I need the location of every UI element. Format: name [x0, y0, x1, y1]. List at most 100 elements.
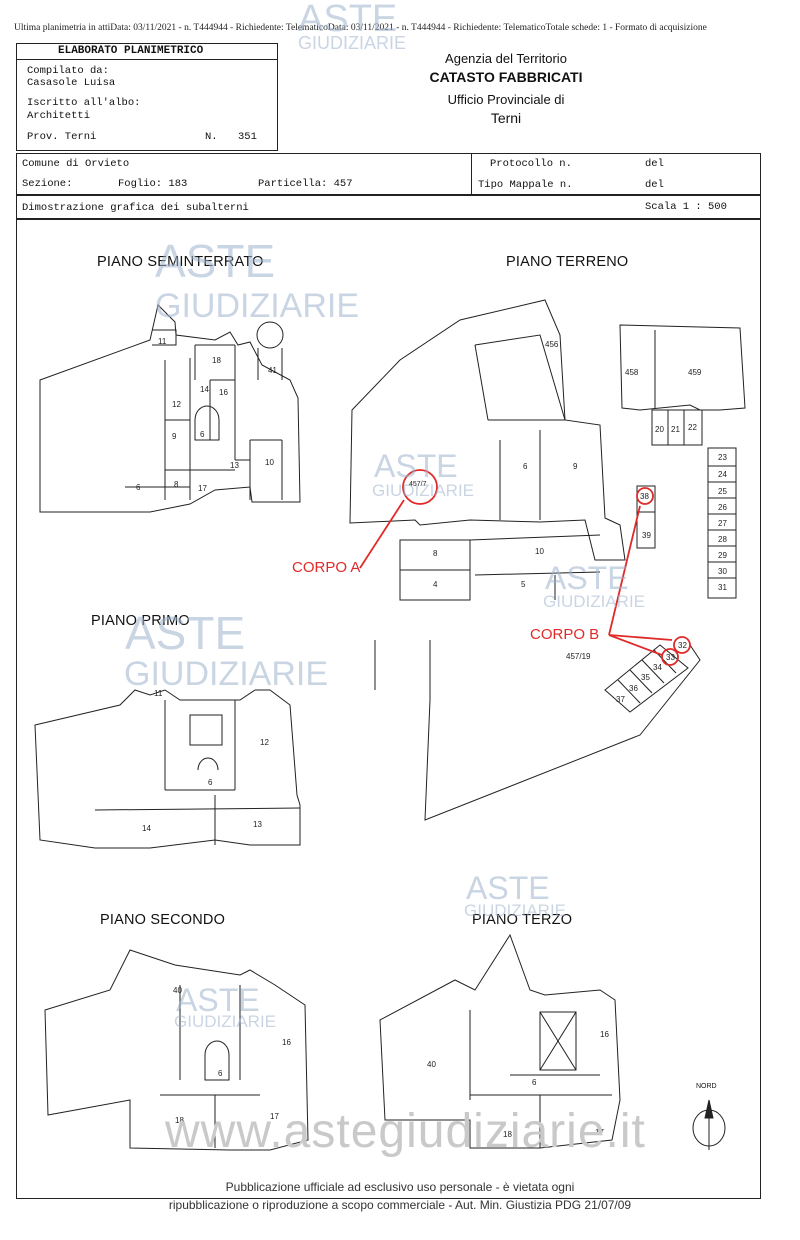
watermark-giudiziarie: GIUDIZIARIE	[298, 33, 407, 53]
plan-seminterrato	[39, 304, 301, 513]
unit-label: 17	[198, 484, 207, 493]
unit-label: 457/19	[566, 652, 591, 661]
protocollo: Protocollo n.	[490, 158, 572, 170]
floor-title-secondo: PIANO SECONDO	[100, 912, 226, 928]
unit-label: 24	[718, 470, 727, 479]
dimostrazione: Dimostrazione grafica dei subalterni	[22, 202, 249, 214]
agency-line4: Terni	[490, 110, 522, 126]
unit-label: 27	[718, 519, 727, 528]
unit-label: 16	[600, 1030, 609, 1039]
floor-title-seminterrato: PIANO SEMINTERRATO	[97, 254, 264, 270]
del-2: del	[645, 179, 664, 191]
corpo-b-label: CORPO B	[530, 626, 600, 643]
unit-label: 23	[718, 453, 727, 462]
unit-label: 9	[573, 462, 578, 471]
unit-label: 40	[173, 986, 182, 995]
unit-label: 22	[688, 423, 697, 432]
unit-label: 30	[718, 567, 727, 576]
unit-label: 456	[545, 340, 559, 349]
unit-label: 459	[688, 368, 702, 377]
unit-label: 13	[230, 461, 239, 470]
unit-label: 11	[154, 689, 163, 698]
watermark-aste: ASTE	[298, 0, 398, 40]
unit-label: 21	[671, 425, 680, 434]
north-label: NORD	[696, 1083, 717, 1090]
watermark-aste: ASTE	[155, 235, 276, 287]
unit-label: 38	[640, 492, 649, 501]
unit-label: 6	[218, 1069, 223, 1078]
dimostrazione-box	[16, 195, 761, 219]
unit-label: 39	[642, 531, 651, 540]
tipo-mappale: Tipo Mappale n.	[478, 179, 573, 191]
watermark-aste: ASTE	[176, 982, 260, 1018]
unit-label: 29	[718, 551, 727, 560]
info-row-box	[16, 153, 761, 195]
scala: Scala 1 : 500	[645, 201, 727, 213]
unit-label: 25	[718, 487, 727, 496]
compilato-label: Compilato da:	[27, 65, 109, 77]
north-arrow	[692, 1099, 726, 1150]
foglio: Foglio: 183	[118, 178, 188, 190]
watermark-giudiziarie: GIUDIZIARIE	[124, 655, 329, 693]
prov-value: Prov. Terni	[27, 131, 97, 143]
elaborato-title: ELABORATO PLANIMETRICO	[58, 45, 204, 57]
plan-primo	[34, 689, 301, 849]
unit-label: 36	[629, 684, 638, 693]
n-value: 351	[238, 131, 257, 143]
watermark-aste: ASTE	[466, 870, 550, 906]
drawing-frame	[16, 219, 761, 1199]
unit-label: 20	[655, 425, 664, 434]
corpo-highlights	[359, 469, 691, 666]
info-row-divider	[471, 153, 761, 195]
unit-label: 18	[212, 356, 221, 365]
watermark-giudiziarie: GIUDIZIARIE	[372, 481, 475, 500]
unit-label: 10	[265, 458, 274, 467]
unit-label: 18	[503, 1130, 512, 1139]
unit-label: 14	[142, 824, 151, 833]
unit-label: 8	[433, 549, 438, 558]
unit-label: 34	[653, 663, 662, 672]
unit-label: 26	[718, 503, 727, 512]
floor-title-terreno: PIANO TERRENO	[506, 254, 629, 270]
floor-title-primo: PIANO PRIMO	[91, 613, 190, 629]
unit-label: 16	[219, 388, 228, 397]
watermark-site: www.astegiudiziarie.it	[165, 1105, 646, 1158]
unit-label: 6	[532, 1078, 537, 1087]
elaborato-title-box	[16, 43, 278, 60]
agency-line1: Agenzia del Territorio	[445, 51, 567, 66]
n-label: N.	[205, 131, 218, 143]
agency-line2: CATASTO FABBRICATI	[429, 69, 583, 85]
iscritto-label: Iscritto all'albo:	[27, 97, 141, 109]
iscritto-value: Architetti	[27, 110, 91, 122]
unit-label: 6	[136, 483, 141, 492]
unit-label: 35	[641, 673, 650, 682]
watermark-giudiziarie: GIUDIZIARIE	[464, 901, 567, 920]
unit-label: 6	[200, 430, 205, 439]
particella: Particella: 457	[258, 178, 353, 190]
unit-label: 8	[174, 480, 179, 489]
watermark-giudiziarie: GIUDIZIARIE	[174, 1012, 277, 1031]
unit-label: 12	[172, 400, 181, 409]
comune: Comune di Orvieto	[22, 158, 130, 170]
watermark-giudiziarie: GIUDIZIARIE	[543, 592, 646, 611]
unit-label: 17	[270, 1112, 279, 1121]
floor-title-terzo: PIANO TERZO	[472, 912, 573, 928]
sezione: Sezione:	[22, 178, 73, 190]
unit-label: 14	[200, 385, 209, 394]
watermark-aste: ASTE	[125, 607, 246, 659]
watermark-aste: ASTE	[374, 448, 458, 484]
watermark-aste: ASTE	[545, 560, 629, 596]
unit-label: 11	[158, 337, 167, 346]
unit-label: 18	[175, 1116, 184, 1125]
unit-label: 41	[268, 366, 277, 375]
compilato-value: Casasole Luisa	[27, 77, 116, 89]
unit-label: 33	[666, 653, 675, 662]
unit-label: 4	[433, 580, 438, 589]
unit-label: 17	[595, 1128, 604, 1137]
unit-label: 32	[678, 641, 687, 650]
unit-label: 457/7	[409, 481, 427, 488]
plan-secondo	[44, 949, 309, 1151]
unit-label: 31	[718, 583, 727, 592]
unit-label: 40	[427, 1060, 436, 1069]
